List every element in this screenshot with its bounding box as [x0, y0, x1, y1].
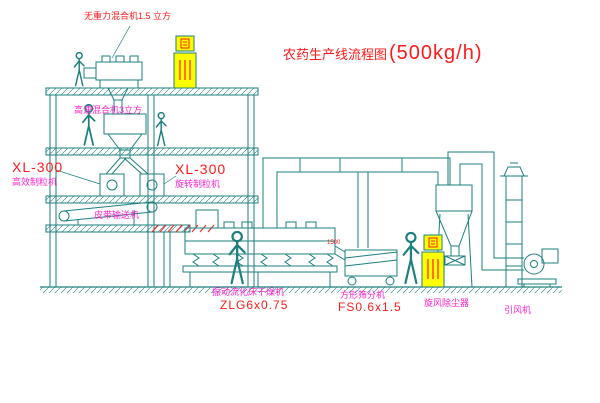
- belt-conveyor: [58, 201, 158, 225]
- label-high-speed-mixer: 高速混合机3立方: [74, 105, 143, 115]
- label-granulator-left-model: XL-300: [12, 159, 64, 175]
- title-capacity: (500kg/h): [389, 42, 483, 64]
- induced-draft-fan: [517, 248, 559, 287]
- title-text: 农药生产线流程图: [283, 47, 388, 62]
- control-cabinet-top: [173, 35, 197, 89]
- label-cyclone: 旋风除尘器: [424, 298, 470, 308]
- label-top-mixer: 无重力混合机1.5 立方: [84, 11, 172, 21]
- granulator-left: [99, 173, 125, 197]
- label-induced-draft-fan: 引风机: [504, 305, 532, 315]
- label-sifter-dim: 1500: [327, 240, 341, 246]
- control-cabinet-ground: [421, 234, 445, 288]
- cyclone-outlet-pipe: [447, 151, 524, 271]
- square-sifter: [344, 249, 398, 286]
- exhaust-stack: [500, 162, 528, 287]
- worker-figure-3: [155, 111, 167, 147]
- leader-lines: [55, 25, 177, 185]
- ground-line: [40, 286, 562, 293]
- label-dryer-model: ZLG6x0.75: [220, 298, 289, 312]
- drawing-title: 农药生产线流程图 (500kg/h): [283, 42, 483, 65]
- worker-figure-5: [402, 231, 420, 285]
- granulator-right: [139, 173, 165, 197]
- label-sifter-model: FS0.6x1.5: [338, 300, 402, 314]
- label-belt-conveyor: 皮带输送机: [94, 210, 140, 220]
- high-speed-mixer: [103, 113, 150, 175]
- building-frame: [45, 87, 259, 288]
- worker-figure-1: [73, 51, 85, 87]
- label-granulator-mid-name: 旋转制粒机: [175, 179, 221, 189]
- zero-gravity-mixer: [83, 55, 143, 115]
- exhaust-duct: [262, 157, 451, 248]
- fluid-bed-dryer: [182, 209, 346, 287]
- label-granulator-mid-model: XL-300: [175, 161, 227, 177]
- label-square-sifter: 方形筛分机: [340, 290, 386, 300]
- label-granulator-left-name: 高效制粒机: [12, 177, 58, 187]
- label-fluid-bed-dryer: 振动流化床干燥机: [212, 287, 285, 297]
